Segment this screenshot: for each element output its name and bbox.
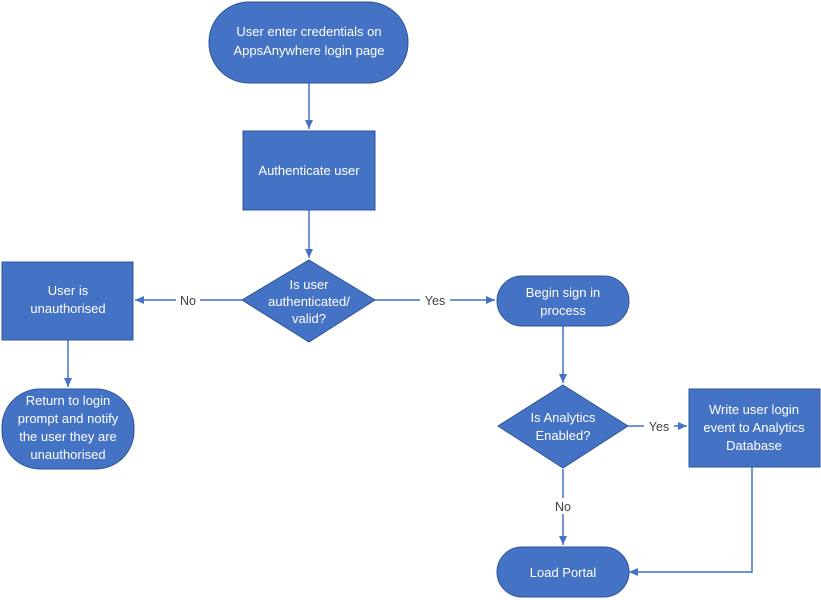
svg-text:the user they are: the user they are: [19, 429, 117, 444]
node-is-user-valid-decision: Is user authenticated/ valid?: [241, 259, 376, 343]
svg-text:unauthorised: unauthorised: [30, 447, 105, 462]
edge-label-no: No: [180, 294, 196, 308]
svg-text:Is user: Is user: [289, 277, 329, 292]
node-write-login-event: Write user login event to Analytics Data…: [688, 388, 821, 468]
svg-text:valid?: valid?: [292, 311, 326, 326]
svg-text:Database: Database: [726, 438, 782, 453]
edge-label-yes: Yes: [425, 294, 445, 308]
svg-text:Enabled?: Enabled?: [536, 428, 591, 443]
svg-text:process: process: [540, 303, 586, 318]
svg-text:Authenticate user: Authenticate user: [258, 163, 360, 178]
svg-text:Load Portal: Load Portal: [530, 565, 597, 580]
node-user-unauthorised: User is unauthorised: [1, 261, 134, 341]
node-return-to-login: Return to login prompt and notify the us…: [1, 388, 135, 470]
node-begin-sign-in: Begin sign in process: [496, 275, 630, 327]
node-authenticate-user: Authenticate user: [242, 130, 376, 211]
svg-text:event to Analytics: event to Analytics: [703, 420, 805, 435]
node-load-portal: Load Portal: [496, 546, 630, 598]
node-is-analytics-enabled-decision: Is Analytics Enabled?: [497, 384, 629, 469]
svg-text:Return to login: Return to login: [26, 393, 111, 408]
edge-label-analytics-no: No: [555, 500, 571, 514]
svg-text:Is Analytics: Is Analytics: [530, 410, 596, 425]
edge-write-to-portal: [629, 467, 753, 576]
svg-text:AppsAnywhere login page: AppsAnywhere login page: [233, 43, 384, 58]
edge-label-analytics-yes: Yes: [649, 420, 669, 434]
svg-text:unauthorised: unauthorised: [30, 301, 105, 316]
svg-text:Begin sign in: Begin sign in: [526, 285, 600, 300]
svg-text:authenticated/: authenticated/: [268, 294, 350, 309]
svg-text:User enter credentials on: User enter credentials on: [236, 24, 381, 39]
connectors: [64, 83, 753, 576]
svg-text:User is: User is: [48, 283, 89, 298]
edge-labels: No Yes Yes No: [176, 292, 674, 514]
svg-text:Write user login: Write user login: [709, 402, 799, 417]
svg-text:prompt and notify: prompt and notify: [18, 411, 119, 426]
node-start: User enter credentials on AppsAnywhere l…: [208, 1, 409, 84]
